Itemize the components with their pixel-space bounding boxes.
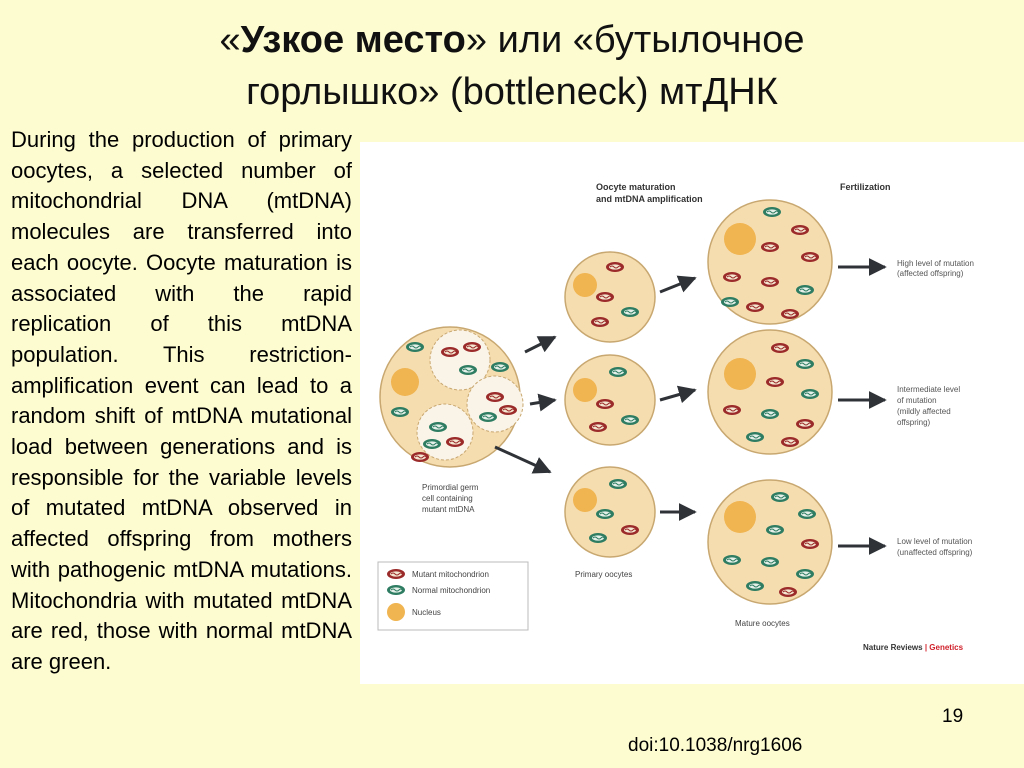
outcome-high-2: (affected offspring) [897,269,964,278]
mature-oocyte-mid [707,329,833,455]
page-number: 19 [942,706,964,727]
outcome-low-2: (unaffected offspring) [897,548,973,557]
credit-sep: | [923,643,930,652]
primordial-germ-cell [379,326,524,468]
primary-oocyte-mid [564,354,656,446]
credit-journal: Nature Reviews [863,643,923,652]
bottleneck-figure: Oocyte maturation and mtDNA amplificatio… [360,142,1024,684]
arrow-to-primary-top [524,335,557,354]
figure-svg: Oocyte maturation and mtDNA amplificatio… [377,182,974,652]
label-primordial-3: mutant mtDNA [422,505,475,514]
figure-legend: Mutant mitochondrion Normal mitochondrio… [377,561,529,631]
header-fertilization: Fertilization [840,182,891,192]
outcome-mid-2: of mutation [897,396,937,405]
outcome-low-1: Low level of mutation [897,537,972,546]
legend-nucleus: Nucleus [412,608,441,617]
header-maturation-2: and mtDNA amplification [596,194,703,204]
title-rest: » или «бутылочное [465,19,805,61]
mature-oocyte-top [707,199,833,325]
outcome-mid-4: offspring) [897,418,931,427]
legend-normal: Normal mitochondrion [412,586,490,595]
outcome-mid-1: Intermediate level [897,385,960,394]
legend-nucleus-icon [387,603,405,621]
legend-mutant: Mutant mitochondrion [412,570,489,579]
primary-oocyte-top [564,251,656,343]
title-line2: горлышко» (bottleneck) мтДНК [246,71,778,113]
outcome-high-1: High level of mutation [897,259,974,268]
primary-oocyte-bottom [564,466,656,558]
slide-title: «Узкое место» или «бутылочное горлышко» … [0,14,1024,118]
credit-section: Genetics [929,643,963,652]
label-primary-oocytes: Primary oocytes [575,570,632,579]
arrow-to-primary-bottom [494,445,552,474]
legend-normal-icon [386,584,406,596]
arrow-to-primary-mid [529,393,557,412]
figure-credit: Nature Reviews | Genetics [863,643,964,652]
body-text: During the production of primary oocytes… [11,127,352,674]
title-bold: Узкое место [240,19,466,61]
arrow-to-mature-top [659,275,697,294]
legend-mutant-icon [386,568,406,580]
label-mature-oocytes: Mature oocytes [735,619,790,628]
label-primordial-2: cell containing [422,494,473,503]
label-primordial-1: Primordial germ [422,483,479,492]
mature-oocyte-bottom [707,479,833,605]
arrow-to-mature-mid [659,385,697,404]
doi-reference: doi:10.1038/nrg1606 [628,735,803,756]
outcome-mid-3: (mildly affected [897,407,951,416]
title-quote-open: « [219,19,241,61]
header-maturation-1: Oocyte maturation [596,182,676,192]
